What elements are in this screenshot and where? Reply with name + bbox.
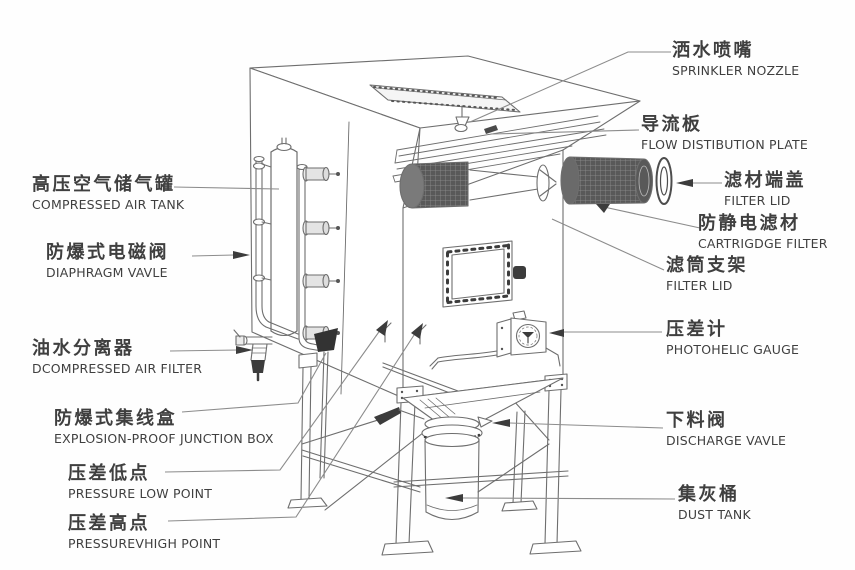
label-cn: 集灰桶: [678, 484, 740, 505]
arrowhead-filter-lid: [676, 179, 693, 187]
label-en: DCOMPRESSED AIR FILTER: [32, 361, 203, 376]
leader-air-filter: [169, 349, 239, 352]
label-cn: 油水分离器: [32, 338, 135, 359]
leader-air-tank: [173, 186, 280, 190]
leader-filter-support: [551, 218, 665, 271]
leader-lines: [164, 51, 722, 522]
label-flow-plate: 导流板 FLOW DISTIBUTION PLATE: [641, 114, 808, 153]
label-en: FLOW DISTIBUTION PLATE: [641, 137, 808, 152]
label-decompressed-filter: 油水分离器 DCOMPRESSED AIR FILTER: [32, 338, 203, 377]
leader-flow-plate: [491, 129, 640, 135]
diaphragm-valves: [302, 166, 340, 341]
label-pressure-high-point: 压差高点 PRESSUREVHIGH POINT: [68, 513, 221, 552]
sprinkler-plate: [369, 84, 521, 113]
label-en: PRESSURE LOW POINT: [68, 486, 213, 501]
leader-dust-tank: [462, 497, 676, 500]
label-en: DUST TANK: [678, 507, 751, 522]
label-filter-lid: 滤材端盖 FILTER LID: [724, 170, 806, 209]
leader-cartridge-filter: [603, 206, 701, 229]
leader-pressure-low: [164, 328, 382, 473]
label-en: FILTER LID: [724, 193, 791, 208]
label-junction-box: 防爆式集线盒 EXPLOSION-PROOF JUNCTION BOX: [54, 408, 274, 447]
machine-drawing: [233, 55, 673, 556]
label-cn: 压差计: [666, 319, 728, 340]
leader-discharge-valve: [509, 422, 664, 429]
leader-arrowheads: [233, 179, 693, 502]
label-discharge-valve: 下料阀 DISCHARGE VAVLE: [666, 410, 787, 449]
label-cn: 滤筒支架: [666, 255, 748, 276]
arrowhead-cartridge-filter: [596, 204, 610, 213]
label-cn: 滤材端盖: [724, 170, 806, 191]
leader-junction-box: [181, 352, 327, 413]
label-en: PRESSUREVHIGH POINT: [68, 536, 221, 551]
air-filter-part: [233, 329, 273, 382]
label-dust-tank: 集灰桶 DUST TANK: [678, 484, 751, 523]
external-cartridge-filter: [560, 156, 654, 205]
label-pressure-low-point: 压差低点 PRESSURE LOW POINT: [68, 463, 213, 502]
arrowhead-pressure-high: [411, 323, 423, 339]
leader-sprinkler-nozzle: [469, 51, 671, 123]
label-sprinkler-nozzle: 洒水喷嘴 SPRINKLER NOZZLE: [672, 40, 800, 79]
leader-pressure-high: [167, 331, 417, 522]
label-cn: 防静电滤材: [698, 213, 801, 234]
label-en: DIAPHRAGM VAVLE: [46, 265, 168, 280]
label-cn: 下料阀: [666, 410, 728, 431]
filter-lid-part: [655, 157, 673, 205]
label-en: DISCHARGE VAVLE: [666, 433, 787, 448]
label-compressed-air-tank: 高压空气储气罐 COMPRESSED AIR TANK: [32, 174, 185, 213]
label-cn: 压差高点: [68, 513, 150, 534]
label-en: EXPLOSION-PROOF JUNCTION BOX: [54, 431, 274, 446]
junction-box-part: [314, 328, 338, 479]
label-en: COMPRESSED AIR TANK: [32, 197, 185, 212]
leader-diaphragm-valve: [191, 254, 235, 257]
label-cn: 导流板: [641, 114, 703, 135]
arrowhead-air-filter: [236, 346, 253, 354]
arrowhead-photohelic-gauge: [549, 329, 564, 337]
sprinkler-nozzle-part: [454, 105, 498, 134]
photohelic-gauge-part: [429, 310, 561, 370]
label-diaphragm-valve: 防爆式电磁阀 DIAPHRAGM VAVLE: [46, 242, 169, 281]
label-photohelic-gauge: 压差计 PHOTOHELIC GAUGE: [666, 319, 800, 358]
label-en: FILTER LID: [666, 278, 733, 293]
label-cn: 洒水喷嘴: [672, 40, 754, 61]
arrowhead-diaphragm-valve: [233, 251, 250, 259]
internal-cartridge-filter: [399, 161, 557, 209]
label-cn: 防爆式集线盒: [54, 408, 177, 429]
label-cartridge-filter: 防静电滤材 CARTRIGDGE FILTER: [698, 213, 828, 252]
air-tank-assembly: [252, 137, 340, 352]
arrowhead-dust-tank: [445, 494, 463, 502]
label-en: PHOTOHELIC GAUGE: [666, 342, 800, 357]
label-cn: 防爆式电磁阀: [46, 242, 169, 263]
access-door: [442, 240, 526, 308]
arrowhead-discharge-valve: [492, 419, 510, 427]
label-en: SPRINKLER NOZZLE: [672, 63, 800, 78]
label-cn: 压差低点: [68, 463, 150, 484]
arrowhead-pressure-low: [376, 320, 388, 336]
label-cn: 高压空气储气罐: [32, 174, 176, 195]
label-en: CARTRIGDGE FILTER: [698, 236, 828, 251]
dust-tank-barrel: [393, 432, 569, 521]
label-filter-support: 滤筒支架 FILTER LID: [666, 255, 748, 294]
